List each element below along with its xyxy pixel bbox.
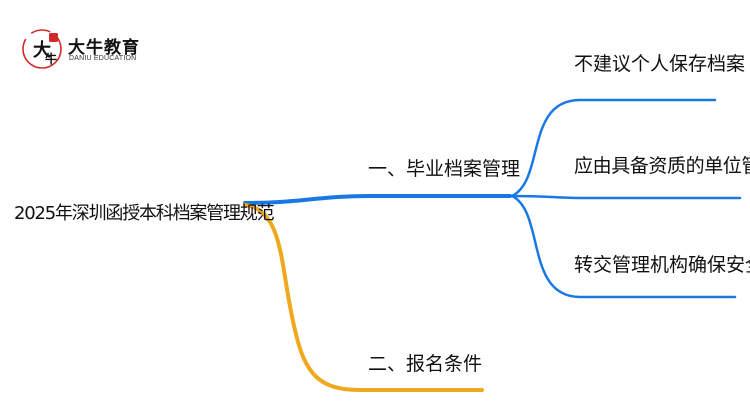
logo-seal-icon: [49, 33, 58, 42]
brand-subtitle: DANIU EDUCATION: [69, 55, 137, 62]
logo-mark-sub-char: 牛: [45, 51, 57, 66]
brand-logo: 大 牛 大牛教育 DANIU EDUCATION: [20, 27, 180, 71]
brand-name: 大牛教育: [68, 38, 140, 58]
leaf-transfer-to-agency: 转交管理机构确保安全: [574, 254, 750, 276]
leaf-no-personal-storage: 不建议个人保存档案: [574, 53, 746, 75]
mindmap-root: 2025年深圳函授本科档案管理规范: [14, 203, 275, 224]
daniu-logo-icon: 大 牛: [22, 29, 62, 69]
leaf-qualified-unit-management: 应由具备资质的单位管理: [574, 155, 750, 177]
connector-root-branch2: [243, 203, 484, 392]
connector-branch1-leaf3: [510, 194, 737, 299]
branch-enrollment-conditions: 二、报名条件: [368, 353, 483, 375]
branch-graduation-archive: 一、毕业档案管理: [368, 158, 521, 180]
logo-mark-char: 大: [33, 39, 51, 61]
connector-branch1-leaf1: [510, 98, 717, 198]
connector-root-branch1: [243, 194, 512, 205]
connector-branch1-leaf2: [510, 194, 742, 200]
